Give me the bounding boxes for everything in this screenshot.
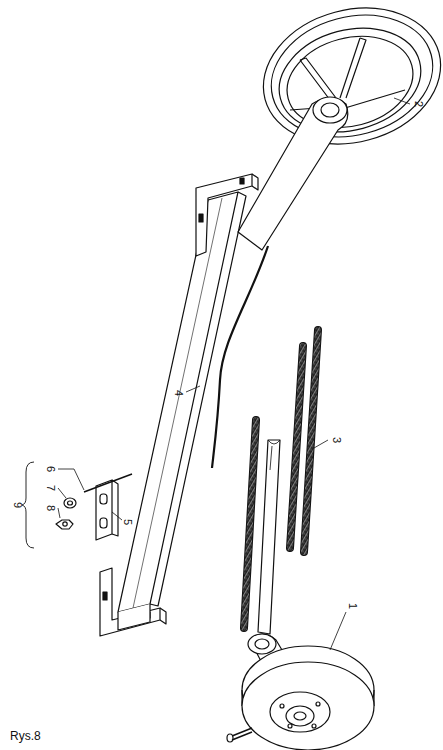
mounting-clip <box>56 474 132 540</box>
callout-number: 9 <box>12 502 23 508</box>
callout-number: 8 <box>45 505 56 511</box>
group-bracket <box>22 462 34 548</box>
brake-cable <box>212 246 268 468</box>
callout-number: 1 <box>347 603 358 609</box>
callout-number: 7 <box>45 485 56 491</box>
brake-drum-bottom <box>227 646 374 750</box>
callout-number: 5 <box>122 519 133 525</box>
torsion-bars <box>244 330 318 634</box>
callout-number: 6 <box>45 466 56 472</box>
callout-number: 4 <box>173 390 184 396</box>
axle-beam <box>100 174 258 636</box>
callout-number: 2 <box>413 101 424 107</box>
swing-arm-top <box>238 98 348 250</box>
leader-lines <box>186 98 410 650</box>
figure-caption: Rys.8 <box>10 730 41 742</box>
brake-drum-top <box>248 0 443 163</box>
leader-lines <box>58 469 122 520</box>
callout-number: 3 <box>331 437 342 443</box>
